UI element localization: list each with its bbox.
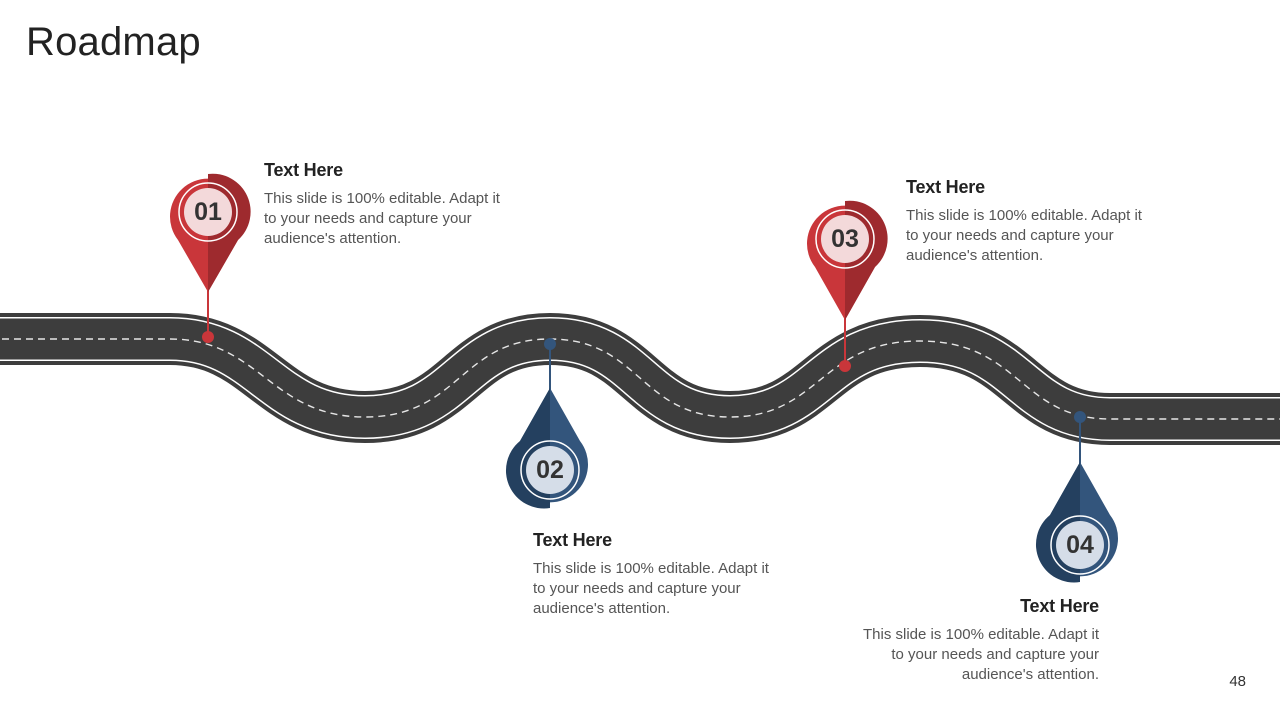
milestone-03-body: This slide is 100% editable. Adapt it to… xyxy=(906,207,1142,264)
road xyxy=(0,312,1280,445)
road-center-line xyxy=(0,338,1280,420)
milestone-03-pin xyxy=(807,200,888,372)
milestone-01-heading: Text Here xyxy=(264,160,343,180)
slide-title: Roadmap xyxy=(26,20,201,64)
milestone-02-number: 02 xyxy=(536,456,564,484)
milestone-04-body: This slide is 100% editable. Adapt it to… xyxy=(863,626,1099,683)
milestone-03-heading: Text Here xyxy=(906,177,985,197)
milestone-04-number: 04 xyxy=(1066,531,1094,559)
milestone-01-number: 01 xyxy=(194,198,222,226)
milestone-02-heading: Text Here xyxy=(533,530,612,550)
milestone-03-number: 03 xyxy=(831,225,859,253)
milestone-02-text: Text Here This slide is 100% editable. A… xyxy=(533,530,783,619)
milestone-03-text: Text Here This slide is 100% editable. A… xyxy=(906,177,1156,266)
page-number: 48 xyxy=(1229,673,1246,690)
milestone-04-text: Text Here This slide is 100% editable. A… xyxy=(849,596,1099,685)
milestone-02-body: This slide is 100% editable. Adapt it to… xyxy=(533,560,769,617)
milestone-01-pin xyxy=(170,173,251,343)
milestone-04-pin xyxy=(1035,411,1118,583)
milestone-01-body: This slide is 100% editable. Adapt it to… xyxy=(264,190,500,247)
milestone-02-pin xyxy=(505,338,588,509)
milestone-04-heading: Text Here xyxy=(1020,596,1099,616)
milestone-01-text: Text Here This slide is 100% editable. A… xyxy=(264,160,514,249)
